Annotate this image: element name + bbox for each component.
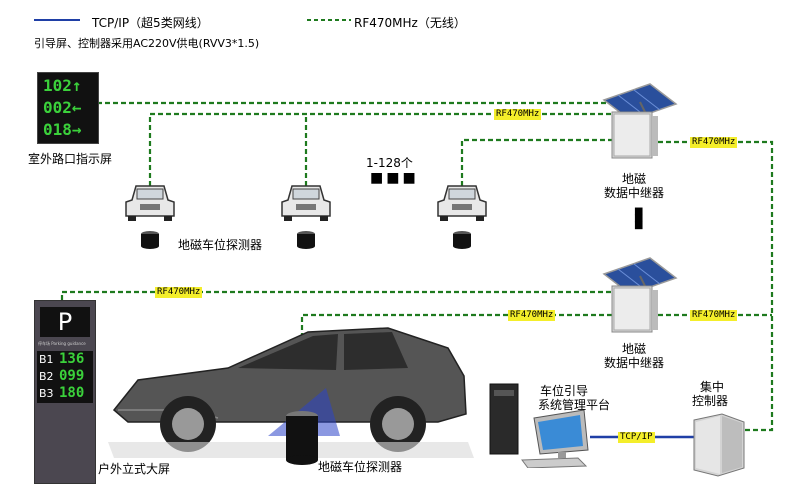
sign-row-3: 018→ (43, 120, 82, 139)
legend-wireless-swatch (307, 19, 351, 21)
outdoor-sign-label: 室外路口指示屏 (28, 152, 113, 166)
relay-unit-2 (602, 257, 678, 333)
car-front-3 (437, 185, 487, 249)
car-detector-label: 地磁车位探测器 (318, 460, 403, 474)
relay2-label-bottom: 数据中继器 (604, 356, 665, 370)
detector-puck-1 (141, 231, 159, 249)
car-front-2 (281, 185, 331, 249)
legend-wired-label: TCP/IP（超5类网线） (92, 16, 209, 30)
detector-puck-2 (297, 231, 315, 249)
rf-tag-4: RF470MHz (508, 310, 556, 321)
relay1-label-top: 地磁 (622, 172, 647, 186)
detector-ellipsis: ■■■ (370, 170, 419, 186)
rf-tag-5: RF470MHz (690, 310, 738, 321)
floor-b2: B2 (39, 370, 54, 383)
controller-label-1: 集中 (700, 380, 725, 394)
floor-b2-value: 099 (59, 368, 85, 384)
rf-tag-3: RF470MHz (155, 287, 203, 298)
platform-label-2: 系统管理平台 (538, 398, 611, 412)
platform-label-1: 车位引导 (540, 384, 589, 398)
floor-b1: B1 (39, 353, 54, 366)
floor-b3-value: 180 (59, 385, 85, 401)
detector-row-link-2 (460, 138, 612, 210)
parking-symbol: P (40, 307, 90, 337)
floor-panel: B1 136 B2 099 B3 180 (37, 351, 93, 403)
legend-wireless-label: RF470MHz（无线） (354, 16, 466, 30)
detector-label: 地磁车位探测器 (178, 238, 263, 252)
rf-tag-1: RF470MHz (494, 109, 542, 120)
floor-b1-value: 136 (59, 351, 85, 367)
detector-puck-3 (453, 231, 471, 249)
floor-b3: B3 (39, 387, 54, 400)
detector-row-link-1 (148, 112, 612, 210)
car-side (108, 327, 474, 458)
tall-screen: P 停车场 Parking guidance B1 136 B2 099 B3 … (34, 300, 96, 484)
tcp-tag: TCP/IP (618, 432, 655, 443)
car-front-1 (125, 185, 175, 249)
relay1-label-bottom: 数据中继器 (604, 186, 665, 200)
sign-row-1: 102↑ (43, 76, 82, 95)
power-note: 引导屏、控制器采用AC220V供电(RVV3*1.5) (34, 37, 260, 50)
tall-screen-label: 户外立式大屏 (98, 462, 171, 476)
outdoor-sign: 102↑ 002← 018→ (37, 72, 99, 144)
controller-label-2: 控制器 (692, 394, 729, 408)
rf-tag-2: RF470MHz (690, 137, 738, 148)
screen-to-relay2-link (60, 290, 612, 300)
legend-wired-swatch (34, 19, 80, 21)
relay-unit-1 (602, 83, 678, 159)
management-pc (489, 383, 589, 468)
central-controller (693, 413, 745, 477)
screen-small-text: 停车场 Parking guidance (38, 341, 86, 346)
relay2-label-top: 地磁 (622, 342, 647, 356)
sign-row-2: 002← (43, 98, 82, 117)
car-detector-puck (286, 411, 318, 465)
detector-count: 1-128个 (366, 156, 413, 170)
relay-ellipsis: ■■■ (634, 206, 644, 231)
